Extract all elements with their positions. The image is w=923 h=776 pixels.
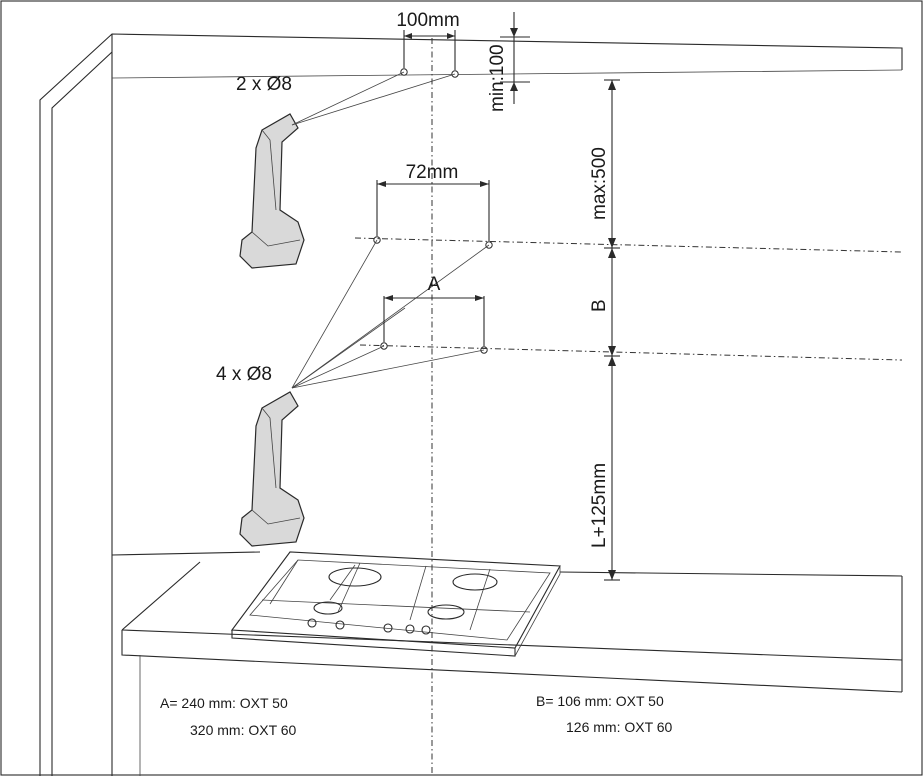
label-100mm: 100mm bbox=[396, 10, 459, 31]
hole-row-lines bbox=[354, 237, 903, 361]
label-A: A bbox=[428, 274, 441, 295]
dimension-A bbox=[383, 295, 485, 346]
wall-bracket-icon bbox=[239, 113, 305, 269]
note-b-line2: 126 mm: OXT 60 bbox=[566, 719, 673, 735]
note-b-line1: B= 106 mm: OXT 50 bbox=[536, 693, 664, 709]
dimension-min-100 bbox=[500, 12, 530, 104]
wall-outline bbox=[39, 33, 903, 776]
note-a-line1: A= 240 mm: OXT 50 bbox=[160, 695, 288, 711]
label-72mm: 72mm bbox=[406, 162, 459, 183]
wall-bracket-icon bbox=[239, 391, 305, 547]
label-min-100: min:100 bbox=[487, 44, 508, 112]
label-L125: L+125mm bbox=[589, 463, 610, 548]
screw-hole-icon bbox=[373, 68, 493, 354]
label-max-500: max:500 bbox=[589, 147, 610, 220]
label-2x-holes: 2 x Ø8 bbox=[236, 74, 292, 95]
note-a-line2: 320 mm: OXT 60 bbox=[190, 722, 297, 738]
leader-lines bbox=[291, 71, 490, 601]
label-B: B bbox=[589, 299, 610, 312]
dimension-chain-right bbox=[604, 79, 620, 581]
dimension-72mm bbox=[376, 180, 490, 241]
dimension-100mm bbox=[403, 30, 456, 70]
gas-hob-icon bbox=[230, 551, 561, 657]
label-4x-holes: 4 x Ø8 bbox=[216, 364, 272, 385]
countertop bbox=[111, 551, 903, 776]
